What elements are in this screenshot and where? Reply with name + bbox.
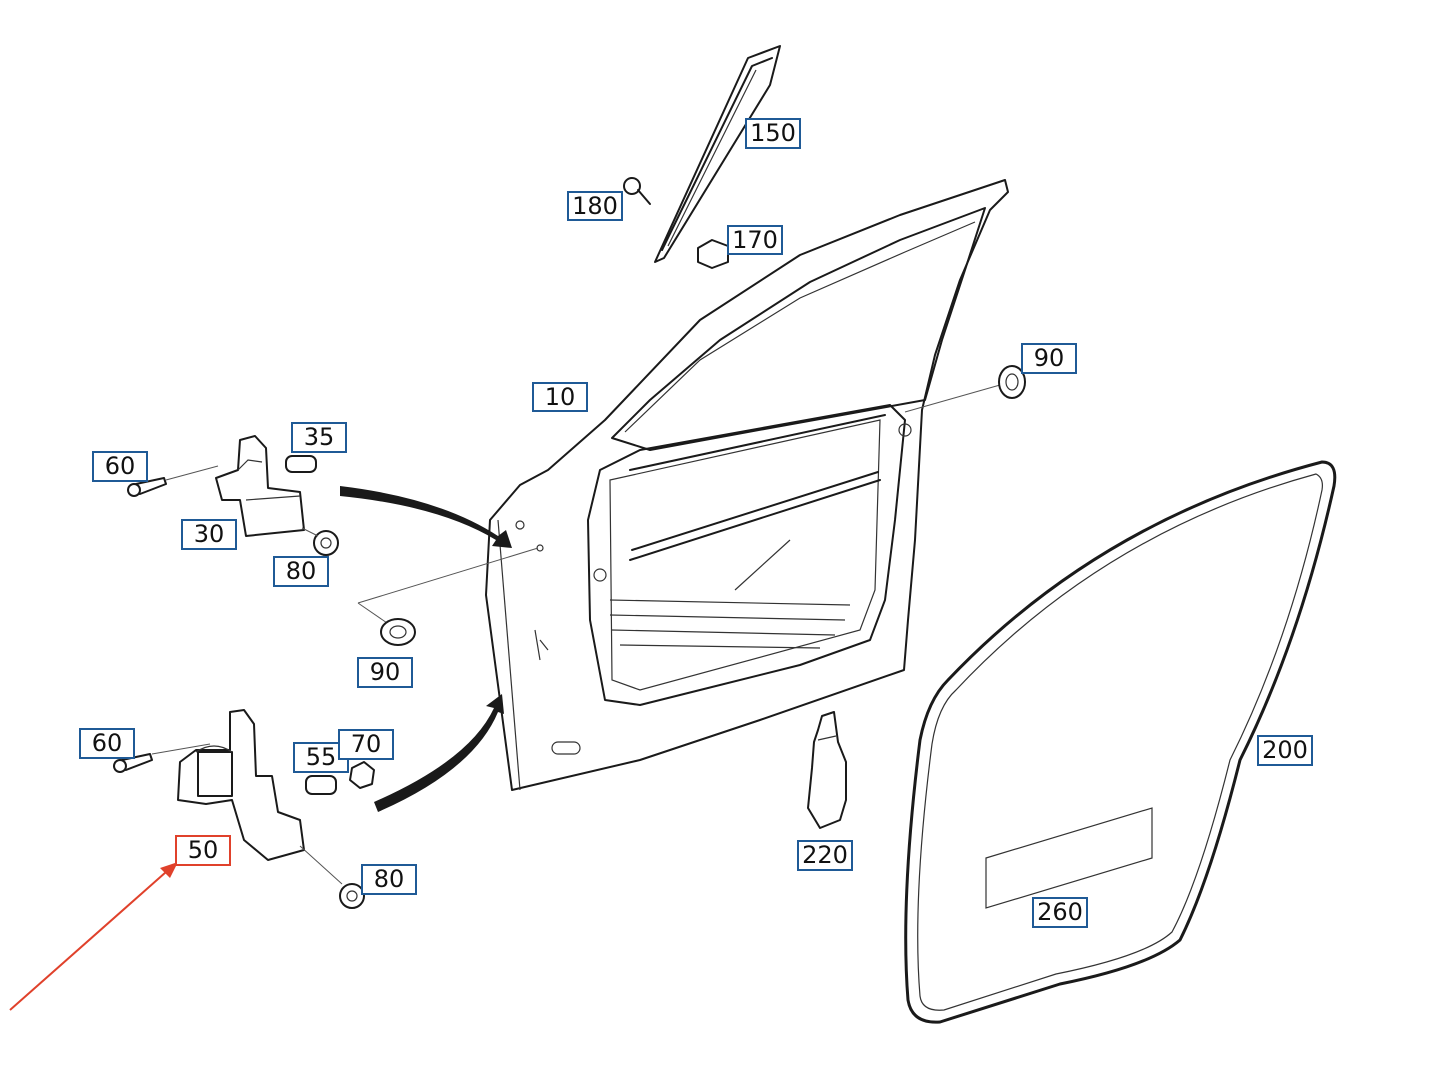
callout-200[interactable]: 200 [1257,735,1313,766]
callout-50-highlighted[interactable]: 50 [175,835,231,866]
callout-180[interactable]: 180 [567,191,623,221]
trim-screw-part [623,177,651,205]
callout-90-middle[interactable]: 90 [357,657,413,688]
grommet-part-middle [357,547,539,646]
lower-hinge-assembly [113,709,375,909]
grommet-part-top [904,365,1026,413]
callout-60-top[interactable]: 60 [92,451,148,482]
callout-80-top[interactable]: 80 [273,556,329,587]
mount-arrow-upper [340,486,512,548]
window-trim-strip-part [654,45,781,263]
callout-260[interactable]: 260 [1032,897,1088,928]
callout-170[interactable]: 170 [727,225,783,255]
callout-80-bottom[interactable]: 80 [361,864,417,895]
door-shell-part [485,179,1009,791]
callout-90-top[interactable]: 90 [1021,343,1077,374]
trim-clip-part [697,239,729,269]
mount-arrow-lower [374,694,504,812]
door-seal-part [904,460,1337,1024]
callout-220[interactable]: 220 [797,840,853,871]
callout-60-bottom[interactable]: 60 [79,728,135,759]
callout-30[interactable]: 30 [181,519,237,550]
callout-150[interactable]: 150 [745,118,801,149]
door-bracket-part [807,711,847,829]
red-pointer-arrow-icon [9,862,178,1011]
callout-10[interactable]: 10 [532,382,588,412]
upper-hinge-assembly [127,435,339,556]
callout-70[interactable]: 70 [338,729,394,760]
callout-35[interactable]: 35 [291,422,347,453]
